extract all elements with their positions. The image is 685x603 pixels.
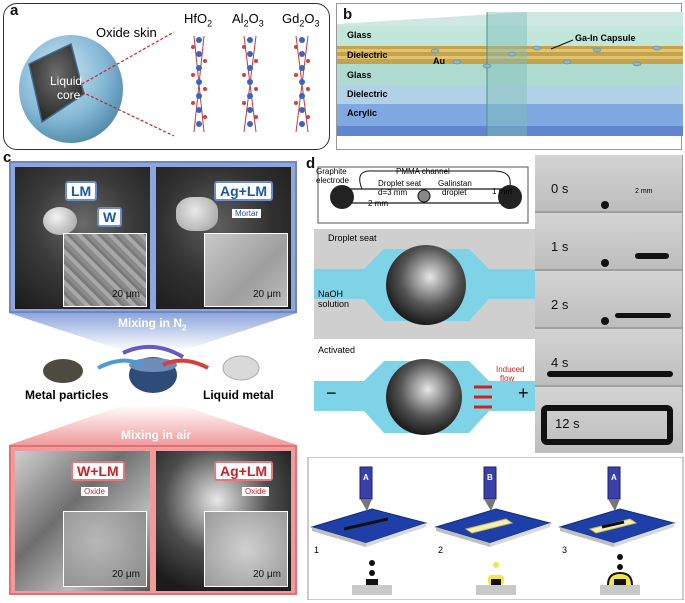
metal-particles-label: Metal particles: [25, 388, 108, 402]
droplet-seat-label: Droplet seat: [328, 233, 377, 243]
scale-bar-label: 20 μm: [253, 569, 281, 580]
mortar-tag: Mortar: [232, 209, 261, 218]
ag-lm-paste: [176, 197, 218, 231]
photo-ag-lm-air: Ag+LM Oxide 20 μm: [156, 451, 291, 591]
scale-bar-label: 20 μm: [112, 289, 140, 300]
time-label: 2 s: [551, 297, 568, 312]
lm-dot: [601, 317, 609, 325]
nozzle-label-3: A: [611, 473, 617, 482]
panel-b: b Glass Dielectric Glass Dielectric Acry…: [336, 3, 682, 150]
w-lm-tag: W+LM: [71, 461, 125, 481]
step-number-3: 3: [562, 545, 567, 555]
lm-streak: [615, 313, 671, 318]
scale-bar-label: 20 μm: [112, 569, 140, 580]
liquid-metal-label: Liquid metal: [203, 388, 274, 402]
oxide-atoms: [196, 37, 305, 127]
lm-tag: LM: [65, 181, 97, 201]
pmma-channel-label: PMMA channel: [396, 167, 450, 176]
time-label: 12 s: [555, 416, 580, 431]
ga-in-capsule-label: Ga-In Capsule: [575, 33, 636, 43]
ag-lm-air-tag: Ag+LM: [214, 461, 273, 481]
layer-glass-mid: Glass: [347, 70, 372, 80]
photo-w-lm-n2: LM W 20 μm: [15, 167, 150, 309]
plus-terminal: +: [518, 383, 529, 404]
lm-dot: [601, 259, 609, 267]
step-number-1: 1: [314, 545, 319, 555]
w-tag: W: [97, 207, 122, 227]
al2o3-label: Al2O3: [232, 11, 264, 29]
induced-label: Induced: [496, 365, 524, 374]
naoh-label: NaOH: [318, 289, 343, 299]
hfo2-label: HfO2: [184, 11, 212, 29]
galinstan-label: Galinstan: [438, 179, 472, 188]
layer-glass-top: Glass: [347, 30, 372, 40]
panel-c: c LM W 20 μm Ag+LM Mortar 20 μm Mixing i…: [3, 153, 301, 599]
flow-label: flow: [500, 374, 514, 383]
sem-ag-lm-air: 20 μm: [204, 511, 288, 587]
frame-1s: 1 s: [535, 213, 682, 269]
ag-lm-tag: Ag+LM: [214, 181, 273, 201]
layer-acrylic: Acrylic: [347, 108, 377, 118]
photo-ag-lm-n2: Ag+LM Mortar 20 μm: [156, 167, 291, 309]
oxide-tag: Oxide: [81, 487, 108, 496]
layer-dielectric-top: Dielectric: [347, 50, 388, 60]
electrode-label: electrode: [316, 176, 349, 185]
frame-4s: 4 s: [535, 329, 682, 385]
step-number-2: 2: [438, 545, 443, 555]
oxide-tag: Oxide: [242, 487, 269, 496]
minus-terminal: −: [326, 383, 337, 404]
layer-dielectric-bottom: Dielectric: [347, 89, 388, 99]
photo-w-lm-air: W+LM Oxide 20 μm: [15, 451, 150, 591]
scale-2mm: 2 mm: [635, 188, 653, 195]
frame-2s: 2 s: [535, 271, 682, 327]
lm-streak: [635, 253, 669, 259]
lm-dot: [601, 201, 609, 209]
solution-label: solution: [318, 299, 349, 309]
liquid-label: Liquid: [50, 74, 82, 88]
mixing-n2-label: Mixing in N2: [118, 316, 186, 332]
mm2-label: 2 mm: [368, 199, 388, 208]
au-label: Au: [433, 56, 445, 66]
time-label: 4 s: [551, 355, 568, 370]
droplet-seat-diagram: [314, 229, 539, 339]
d3mm-label: d=3 mm: [378, 188, 407, 197]
panel-e: e: [306, 457, 685, 600]
activated-droplet-diagram: [314, 341, 539, 451]
layered-device-diagram: [337, 4, 683, 151]
oxide-skin-label: Oxide skin: [96, 25, 157, 40]
droplet-seat-top-label: Droplet seat: [378, 179, 421, 188]
mm1-label: 1 mm: [492, 187, 512, 196]
sem-w-lm-n2: 20 μm: [63, 233, 147, 307]
core-label: core: [57, 88, 80, 102]
droplet-label: droplet: [442, 188, 466, 197]
lm-streak: [547, 371, 673, 377]
graphite-label: Graphite: [316, 167, 347, 176]
gd2o3-label: Gd2O3: [282, 11, 320, 29]
panel-a: a: [3, 3, 330, 150]
nozzle-label-1: A: [363, 473, 369, 482]
time-label: 1 s: [551, 239, 568, 254]
activated-label: Activated: [318, 345, 355, 355]
lm-droplet: [43, 207, 77, 235]
mixing-air-label: Mixing in air: [121, 428, 191, 442]
sem-ag-lm-n2: 20 μm: [204, 233, 288, 307]
scale-bar-label: 20 μm: [253, 289, 281, 300]
sem-w-lm-air: 20 μm: [63, 511, 147, 587]
nozzle-label-2: B: [487, 473, 493, 482]
time-label: 0 s: [551, 181, 568, 196]
frame-0s: 0 s 2 mm: [535, 155, 682, 211]
frame-12s: 12 s: [535, 387, 682, 453]
